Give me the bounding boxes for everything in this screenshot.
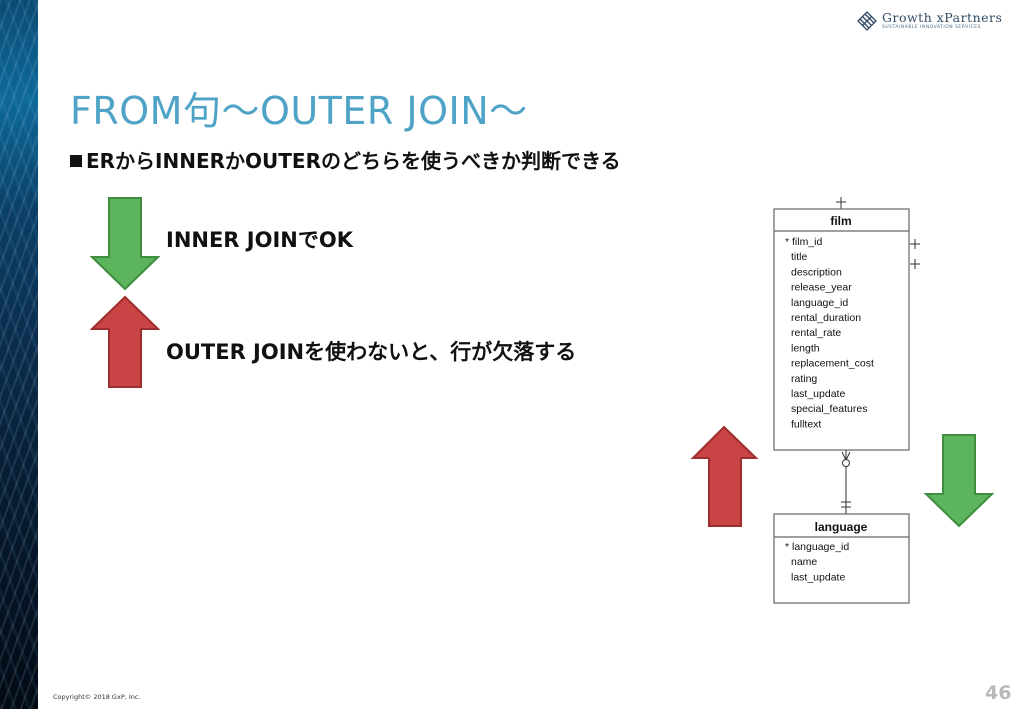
film-field: rental_rate — [791, 327, 841, 339]
film-field: description — [791, 266, 842, 278]
er-red-up-arrow-icon — [690, 425, 759, 527]
bullet-text: ERからINNERかOUTERのどちらを使うべきか判断できる — [86, 149, 621, 173]
outer-join-text: OUTER JOINを使わないと、行が欠落する — [166, 340, 577, 364]
film-field: release_year — [791, 282, 852, 294]
film-field: title — [791, 251, 808, 263]
slide-title: FROM句～OUTER JOIN～ — [70, 89, 528, 133]
language-field: * language_id — [785, 541, 849, 553]
film-field: rental_duration — [791, 312, 861, 324]
film-table-name: film — [830, 214, 851, 228]
brand-mark-icon — [857, 11, 877, 31]
page-number: 46 — [985, 682, 1012, 704]
language-table-name: language — [815, 520, 868, 534]
film-field: fulltext — [791, 418, 821, 430]
brand-logo: Growth xPartners SUSTAINABLE INNOVATION … — [857, 10, 1007, 34]
film-field: last_update — [791, 388, 845, 400]
film-field: replacement_cost — [791, 358, 874, 370]
bullet-square-icon — [70, 155, 82, 167]
film-field: * film_id — [785, 236, 823, 248]
green-down-arrow-icon — [90, 197, 160, 291]
film-field: language_id — [791, 297, 848, 309]
brand-tagline: SUSTAINABLE INNOVATION SERVICES — [882, 25, 981, 30]
film-field: special_features — [791, 403, 867, 415]
film-field: length — [791, 342, 820, 354]
bullet-point: ERからINNERかOUTERのどちらを使うべきか判断できる — [70, 145, 621, 174]
film-field: rating — [791, 373, 817, 385]
language-field: last_update — [791, 571, 845, 583]
er-green-down-arrow-icon — [923, 434, 995, 528]
side-decoration-strip — [0, 0, 38, 709]
film-table — [773, 208, 910, 451]
language-table — [773, 513, 910, 604]
language-field: name — [791, 556, 817, 568]
copyright-text: Copyright© 2018 GxP, Inc. — [53, 693, 141, 701]
inner-join-text: INNER JOINでOK — [166, 228, 353, 252]
brand-name: Growth xPartners — [882, 10, 1003, 25]
red-up-arrow-icon — [90, 295, 160, 388]
